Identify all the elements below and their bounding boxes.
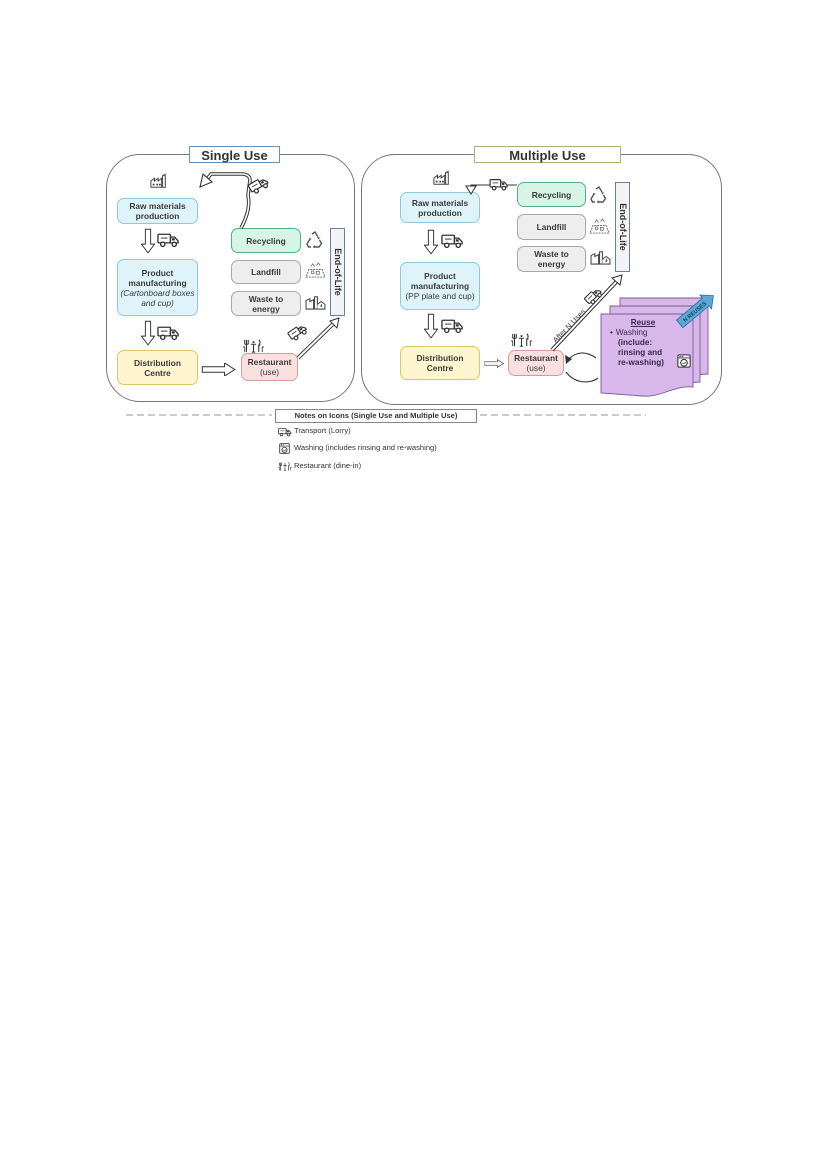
mu-raw-line2: production <box>418 207 462 218</box>
mu-product-line3: (PP plate and cup) <box>405 291 475 301</box>
waste-to-energy-icon <box>590 251 611 265</box>
mu-recycling-box: Recycling <box>517 182 586 207</box>
su-dist-line1: Distribution <box>134 357 181 368</box>
su-rest-line1: Restaurant <box>247 357 292 367</box>
su-rest-line2: (use) <box>259 367 280 377</box>
mu-distribution-box: Distribution Centre <box>400 346 480 380</box>
mu-dist-line2: Centre <box>426 363 454 373</box>
after-n-uses-label: After N Uses <box>551 307 588 344</box>
su-landfill-label: Landfill <box>251 267 281 277</box>
reuse-line2: (include: <box>618 338 653 347</box>
note-restaurant-label: Restaurant (dine-in) <box>294 461 362 470</box>
su-product-line4: and cup) <box>141 297 174 308</box>
mu-raw-materials-box: Raw materials production <box>400 192 480 223</box>
mu-recycling-label: Recycling <box>531 189 572 200</box>
su-product-line2: manufacturing <box>128 277 187 288</box>
restaurant-icon <box>278 462 292 471</box>
reuse-line3: rinsing and <box>618 348 663 357</box>
recycling-icon <box>590 186 607 204</box>
note-transport: Transport (Lorry) <box>294 426 351 435</box>
su-arrow-raw-to-product <box>141 228 155 254</box>
su-product-box: Product manufacturing (Cartonboard boxes… <box>117 259 198 316</box>
lorry-icon <box>441 319 463 334</box>
lorry-icon <box>441 234 463 249</box>
mu-dist-line1: Distribution <box>416 353 464 363</box>
lorry-icon <box>583 286 604 307</box>
su-landfill-box: Landfill <box>231 260 301 284</box>
su-distribution-box: Distribution Centre <box>117 350 198 385</box>
reuse-title: Reuse <box>630 318 656 327</box>
su-end-of-life-bar: End-of-Life <box>330 228 345 316</box>
factory-icon <box>433 170 450 185</box>
note-restaurant: Restaurant (dine-in) <box>294 461 361 470</box>
landfill-icon <box>589 218 610 234</box>
reuse-bullet: Washing <box>615 328 648 337</box>
lorry-icon <box>157 233 179 248</box>
reuse-line4: re-washing) <box>618 358 664 367</box>
mu-raw-line1: Raw materials <box>411 197 469 208</box>
su-wte-line2: energy <box>252 303 280 314</box>
su-wte-line1: Waste to <box>248 293 284 304</box>
mu-landfill-label: Landfill <box>536 222 567 232</box>
su-raw-line1: Raw materials <box>129 201 186 211</box>
su-arrow-product-to-dist <box>141 320 155 346</box>
su-restaurant-box: Restaurant (use) <box>241 353 298 381</box>
mu-product-box: Product manufacturing (PP plate and cup) <box>400 262 480 310</box>
restaurant-icon <box>242 339 265 353</box>
lorry-icon <box>489 179 508 191</box>
su-product-line1: Product <box>141 267 174 278</box>
mu-product-line2: manufacturing <box>410 281 470 291</box>
mu-end-of-life-bar: End-of-Life <box>615 182 630 272</box>
lorry-icon <box>157 326 179 341</box>
waste-to-energy-icon <box>305 296 326 310</box>
su-recycling-box: Recycling <box>231 228 301 253</box>
lorry-icon <box>287 322 309 343</box>
su-waste-energy-box: Waste to energy <box>231 291 301 316</box>
mu-arrow-product-to-dist <box>424 313 438 339</box>
mu-landfill-box: Landfill <box>517 214 586 240</box>
notes-title: Notes on Icons (Single Use and Multiple … <box>275 409 477 423</box>
mu-wte-line2: energy <box>537 259 566 269</box>
mu-waste-energy-box: Waste to energy <box>517 246 586 272</box>
reuse-text-block: Reuse •Washing (include: rinsing and re-… <box>608 318 678 368</box>
washing-machine-icon <box>279 443 290 454</box>
note-washing-label: Washing (includes rinsing and re-washing… <box>294 443 437 452</box>
mu-arrow-raw-to-product <box>424 229 438 255</box>
factory-icon <box>150 173 167 188</box>
mu-wte-line1: Waste to <box>534 249 569 259</box>
su-product-line3: (Cartonboard boxes <box>120 287 195 298</box>
lorry-icon <box>278 428 292 437</box>
recycling-icon <box>306 231 323 249</box>
su-recycling-label: Recycling <box>246 235 286 246</box>
restaurant-icon <box>510 333 533 347</box>
mu-rest-line2: (use) <box>526 363 546 373</box>
su-raw-materials-box: Raw materials production <box>117 198 198 224</box>
single-use-title: Single Use <box>189 146 280 163</box>
mu-product-line1: Product <box>424 271 456 281</box>
mu-restaurant-box: Restaurant (use) <box>508 350 564 376</box>
su-arrow-dist-to-rest <box>201 363 236 376</box>
su-raw-line2: production <box>135 211 180 221</box>
note-transport-label: Transport (Lorry) <box>294 426 351 435</box>
landfill-icon <box>305 262 326 278</box>
reuse-bullet-row: •Washing <box>610 328 648 337</box>
mu-rest-line1: Restaurant <box>514 353 558 363</box>
washing-machine-icon <box>677 354 691 368</box>
note-washing: Washing (includes rinsing and re-washing… <box>294 443 437 452</box>
multiple-use-title: Multiple Use <box>474 146 621 163</box>
mu-arrow-dist-to-rest <box>484 359 504 368</box>
su-dist-line2: Centre <box>144 367 171 378</box>
